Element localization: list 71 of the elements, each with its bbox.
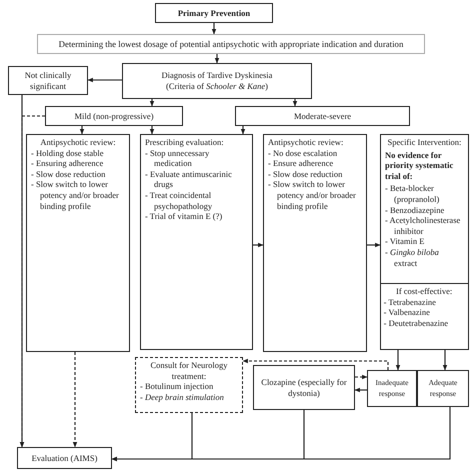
list-item: - Holding dose stable <box>31 148 104 158</box>
node-text: Clozapine (especially for dystonia) <box>260 376 348 398</box>
arrow <box>253 242 264 248</box>
list-item: - Stop unnecessary medication <box>145 148 210 169</box>
process-box <box>122 63 312 99</box>
list-item: - Slow switch to lower potency and/or broader binding profile <box>31 179 120 212</box>
list-item: - Valbenazine <box>384 307 431 318</box>
node-heading: Antipsychotic review: <box>39 137 117 148</box>
list-item: - Ensure adherence <box>268 158 334 169</box>
arrow <box>367 242 381 248</box>
dashed-arrow <box>355 374 368 380</box>
arrow <box>240 126 246 135</box>
list-item: - Deep brain stimulation <box>140 392 225 402</box>
dashed-arrow <box>20 115 45 448</box>
list-item: - Deutetrabenazine <box>384 318 450 328</box>
process-box <box>17 447 112 469</box>
list-item: - Benzodiazepine <box>385 204 446 216</box>
dashed-arrow <box>72 352 78 448</box>
list-item: - Ensuring adherence <box>31 158 104 169</box>
process-box <box>45 106 183 126</box>
arrow <box>111 407 451 462</box>
process-box <box>8 66 88 95</box>
process-box <box>263 134 367 352</box>
process-box <box>135 357 243 413</box>
node-text: (Criteria of Schooler & Kane) <box>166 81 268 92</box>
list-item: - Slow switch to lower potency and/or broader binding profile <box>268 179 357 212</box>
process-box <box>235 106 410 126</box>
list-item: - Tetrabenazine <box>384 296 437 308</box>
arrow <box>150 126 154 135</box>
node-heading: Consult for Neurology treatment: <box>150 360 228 382</box>
node-text: No evidence for priority systematic trial of: <box>385 150 454 182</box>
process-box <box>155 3 273 23</box>
node-text: Primary Prevention <box>178 8 250 18</box>
node-heading: Antipsychotic review: <box>268 137 344 148</box>
list-item: - Beta-blocker (propranolol) <box>385 183 440 205</box>
node-heading: If cost-effective: <box>394 286 454 297</box>
list-item: - Acetylcholinesterase inhibitor <box>385 215 462 236</box>
node-text: Moderate-severe <box>294 110 352 122</box>
process-box <box>253 365 355 410</box>
node-text: Determining the lowest dosage of potential antipsychotic with appropriate indication and duration <box>58 38 404 50</box>
node-text: Mild (non-progressive) <box>74 110 154 122</box>
arrow <box>442 350 448 371</box>
node-heading: Prescribing evaluation: <box>145 137 225 148</box>
arrow <box>292 99 298 107</box>
process-box <box>37 34 425 54</box>
list-item: - Evaluate antimuscarinic drugs <box>145 168 233 190</box>
list-item: - Botulinum injection <box>140 381 214 392</box>
arrow <box>87 78 122 82</box>
arrow <box>214 54 220 64</box>
arrow <box>80 126 84 135</box>
list-item: - No dose escalation <box>268 148 338 158</box>
node-heading: Diagnosis of Tardive Dyskinesia <box>162 70 272 81</box>
arrow <box>150 99 154 107</box>
list-item: - Treat coincidental psychopathology <box>145 190 214 212</box>
list-item: - Slow dose reduction <box>268 168 344 180</box>
process-box <box>140 134 253 350</box>
process-box <box>417 370 469 407</box>
arrow <box>212 23 216 35</box>
list-item: - Slow dose reduction <box>31 168 106 180</box>
node-text: Evaluation (AIMS) <box>32 452 98 464</box>
node-heading: Specific Intervention: <box>386 137 462 148</box>
list-item: - Vitamin E <box>385 236 426 247</box>
process-box <box>380 134 469 350</box>
list-item: - Gingko biloba extract <box>385 246 440 268</box>
process-box <box>26 134 130 352</box>
process-box <box>367 370 417 407</box>
dashed-arrow <box>242 358 389 370</box>
arrow <box>354 388 367 392</box>
list-item: - Trial of vitamin E (?) <box>145 211 224 222</box>
node-text: Not clinically significant <box>24 70 72 92</box>
arrow <box>396 350 400 371</box>
